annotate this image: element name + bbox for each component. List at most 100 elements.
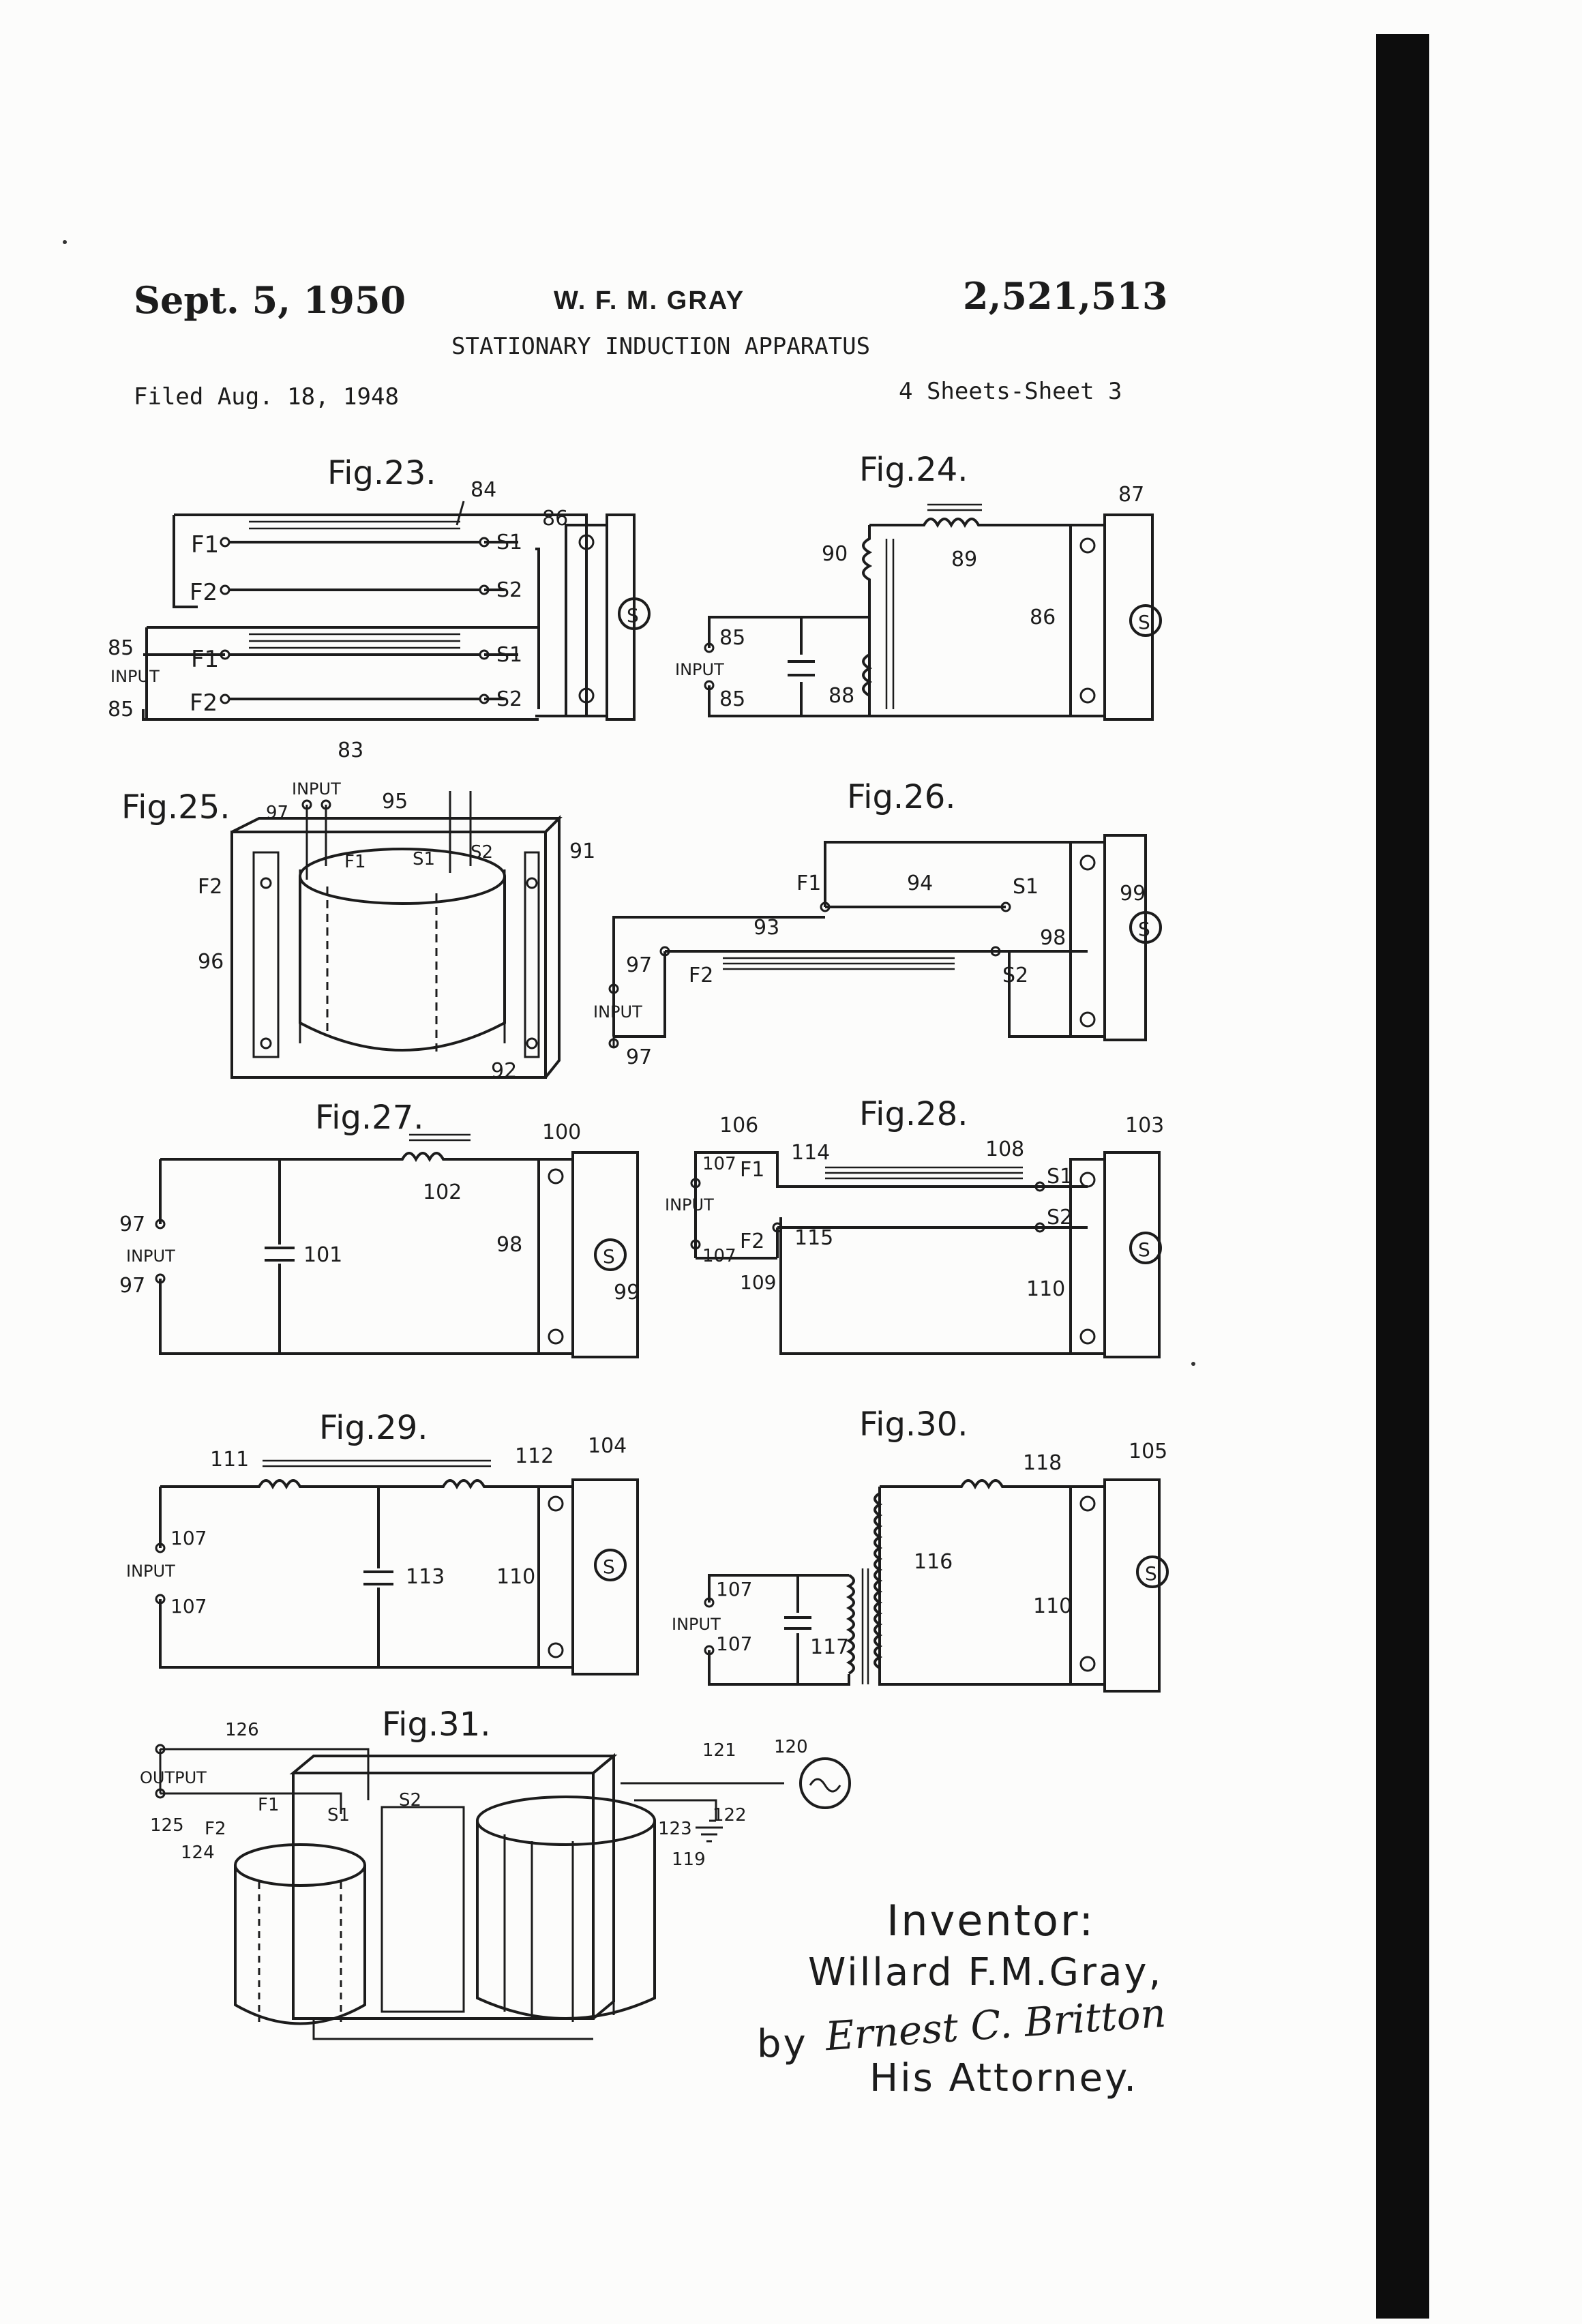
svg-text:S: S bbox=[603, 1245, 615, 1268]
by-label: by bbox=[757, 2022, 808, 2066]
ref-numeral: 93 bbox=[753, 916, 779, 940]
ref-numeral: 121 bbox=[702, 1740, 736, 1761]
ref-numeral: 97 bbox=[119, 1212, 145, 1236]
ref-numeral: 116 bbox=[914, 1550, 953, 1574]
starter-icon bbox=[594, 1549, 627, 1581]
ref-numeral: 83 bbox=[338, 739, 363, 762]
sheet-count: 4 Sheets-Sheet 3 bbox=[899, 378, 1122, 405]
ref-numeral: 94 bbox=[907, 872, 933, 895]
terminal-label: F2 bbox=[689, 964, 713, 987]
ref-numeral: 107 bbox=[702, 1154, 736, 1174]
ref-numeral: 97 bbox=[626, 953, 652, 977]
svg-text:S: S bbox=[627, 604, 639, 627]
terminal-label: S1 bbox=[413, 849, 435, 869]
winding-coil bbox=[234, 1843, 366, 1887]
ref-numeral: 99 bbox=[1120, 882, 1146, 906]
ref-numeral: 114 bbox=[791, 1141, 830, 1165]
ref-numeral: 117 bbox=[810, 1635, 849, 1659]
ref-numeral: 100 bbox=[542, 1120, 581, 1144]
lamp-tube bbox=[1069, 1158, 1106, 1355]
starter-icon bbox=[1136, 1555, 1169, 1588]
terminal-label: F1 bbox=[344, 852, 366, 872]
figure-30: Fig.30. S 118 105 116 107 INPUT 107 117 … bbox=[672, 1405, 1169, 1693]
ref-numeral: 108 bbox=[985, 1137, 1024, 1161]
ref-numeral: 91 bbox=[569, 839, 595, 863]
ref-numeral: 99 bbox=[614, 1281, 640, 1305]
inventor-full-name: Willard F.M.Gray, bbox=[808, 1950, 1163, 1995]
lamp-tube bbox=[1069, 524, 1106, 717]
patent-number: 2,521,513 bbox=[963, 274, 1168, 318]
ref-numeral: 98 bbox=[1040, 926, 1066, 950]
figure-label: Fig.25. bbox=[121, 788, 230, 826]
ref-numeral: 106 bbox=[719, 1114, 758, 1137]
patent-title: STATIONARY INDUCTION APPARATUS bbox=[451, 333, 871, 360]
ref-numeral: 112 bbox=[515, 1444, 554, 1468]
ref-numeral: 107 bbox=[170, 1527, 207, 1549]
ref-numeral: 85 bbox=[108, 698, 134, 721]
input-label: INPUT bbox=[126, 1562, 175, 1581]
output-label: OUTPUT bbox=[140, 1768, 207, 1787]
terminal-label: F2 bbox=[190, 579, 218, 606]
input-label: INPUT bbox=[292, 779, 341, 799]
ref-numeral: 107 bbox=[170, 1595, 207, 1618]
input-label: INPUT bbox=[593, 1002, 642, 1022]
figure-label: Fig.28. bbox=[859, 1095, 968, 1133]
ref-numeral: 97 bbox=[266, 803, 288, 823]
lamp-tube bbox=[537, 1158, 574, 1355]
ref-numeral: 90 bbox=[822, 542, 848, 566]
ref-numeral: 85 bbox=[719, 626, 745, 650]
ref-numeral: 97 bbox=[119, 1274, 145, 1298]
terminal-label: F1 bbox=[740, 1158, 764, 1182]
input-label: INPUT bbox=[126, 1247, 175, 1266]
filed-date: Filed Aug. 18, 1948 bbox=[134, 383, 399, 411]
ref-numeral: 111 bbox=[210, 1448, 249, 1472]
terminal-label: F1 bbox=[796, 872, 821, 895]
ref-numeral: 107 bbox=[716, 1633, 752, 1655]
terminal-label: F1 bbox=[191, 646, 219, 673]
ref-numeral: 89 bbox=[951, 548, 977, 571]
figure-label: Fig.27. bbox=[315, 1099, 424, 1137]
terminal-label: F2 bbox=[205, 1819, 226, 1839]
inventor-name: W. F. M. GRAY bbox=[554, 286, 745, 315]
ref-numeral: 103 bbox=[1125, 1114, 1164, 1137]
figure-25: Fig.25. INPUT 97 95 91 96 92 F2 F1 S1 S2 bbox=[121, 779, 595, 1083]
terminal-label: F1 bbox=[191, 531, 219, 558]
figure-31: Fig.31. 126 121 120 OUTPUT 125 124 122 1… bbox=[140, 1705, 851, 2040]
starter-icon bbox=[594, 1238, 627, 1271]
ref-numeral: 109 bbox=[740, 1271, 776, 1294]
svg-text:S: S bbox=[1145, 1562, 1157, 1585]
input-label: INPUT bbox=[665, 1195, 714, 1215]
ref-numeral: 105 bbox=[1129, 1440, 1167, 1463]
ref-numeral: 118 bbox=[1023, 1451, 1062, 1475]
ref-numeral: 85 bbox=[108, 636, 134, 660]
terminal-label: F2 bbox=[740, 1230, 764, 1253]
ref-numeral: 86 bbox=[542, 507, 568, 531]
figure-28: Fig.28. S 106 107 107 INPUT F1 S1 F2 S2 … bbox=[665, 1095, 1164, 1358]
ref-numeral: 120 bbox=[774, 1737, 808, 1757]
ref-numeral: 123 bbox=[658, 1819, 692, 1839]
ref-numeral: 98 bbox=[496, 1233, 522, 1257]
ref-numeral: 88 bbox=[829, 684, 854, 708]
ref-numeral: 122 bbox=[713, 1805, 747, 1826]
ref-numeral: 113 bbox=[406, 1565, 445, 1589]
figure-label: Fig.30. bbox=[859, 1405, 968, 1444]
starter-icon bbox=[1129, 1232, 1162, 1264]
transformer-core bbox=[289, 1755, 618, 1774]
ref-numeral: 104 bbox=[588, 1434, 627, 1458]
starter-icon bbox=[1129, 604, 1162, 637]
figure-27: Fig.27. S 100 102 97 INPUT 97 101 98 99 bbox=[119, 1099, 640, 1358]
ref-numeral: 102 bbox=[423, 1180, 462, 1204]
ref-numeral: 110 bbox=[1026, 1277, 1065, 1301]
input-label: INPUT bbox=[110, 667, 160, 686]
ref-numeral: 107 bbox=[702, 1246, 736, 1266]
scan-edge-bar bbox=[1376, 34, 1429, 2319]
figure-29: Fig.29. S 111 112 104 107 INPUT 107 113 … bbox=[126, 1409, 639, 1675]
figure-label: Fig.26. bbox=[847, 778, 956, 816]
ref-numeral: 126 bbox=[225, 1720, 259, 1740]
ref-numeral: 125 bbox=[150, 1815, 184, 1836]
terminal-label: S1 bbox=[1047, 1165, 1073, 1189]
figure-label: Fig.23. bbox=[327, 454, 436, 492]
patent-date: Sept. 5, 1950 bbox=[134, 278, 406, 322]
ref-numeral: 84 bbox=[471, 478, 496, 502]
